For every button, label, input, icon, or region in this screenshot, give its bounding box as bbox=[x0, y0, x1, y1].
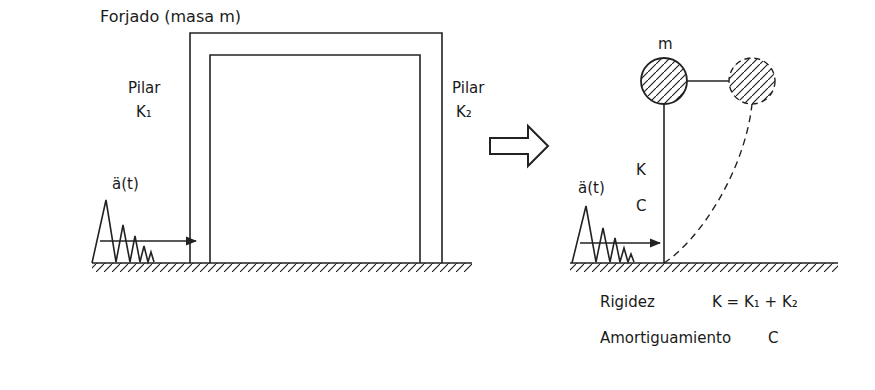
pillar-label: Pilar bbox=[128, 80, 160, 97]
frame-inner bbox=[210, 55, 420, 263]
ground-line bbox=[92, 262, 472, 264]
stiffness-label: K bbox=[636, 162, 646, 179]
transfer-arrow bbox=[490, 126, 548, 166]
column-stick bbox=[663, 104, 665, 263]
signal-arrow bbox=[580, 242, 660, 244]
acceleration-signal bbox=[92, 200, 154, 263]
displacement-line bbox=[687, 80, 729, 81]
damping-label: C bbox=[636, 198, 646, 215]
displaced-mass bbox=[729, 58, 775, 104]
ground-hatch bbox=[570, 263, 838, 272]
mass-circle bbox=[641, 58, 687, 104]
slab-label: Forjado (masa m) bbox=[100, 8, 241, 26]
mass-label: m bbox=[658, 36, 673, 53]
pillar-label: Pilar bbox=[452, 80, 484, 97]
ground-line bbox=[570, 262, 838, 264]
acceleration-label: ä(t) bbox=[112, 176, 139, 193]
acceleration-signal bbox=[572, 206, 634, 263]
signal-arrow bbox=[100, 240, 196, 242]
acceleration-label: ä(t) bbox=[578, 180, 605, 197]
stiffness-title: Rigidez bbox=[600, 294, 655, 311]
frame-outer bbox=[190, 33, 442, 263]
stiffness-label: K₂ bbox=[456, 104, 472, 121]
stiffness-label: K₁ bbox=[136, 104, 152, 121]
damping-value: C bbox=[768, 330, 778, 347]
stiffness-formula: K = K₁ + K₂ bbox=[712, 294, 798, 311]
damping-title: Amortiguamiento bbox=[600, 330, 731, 347]
deformed-shape bbox=[664, 104, 752, 263]
ground-hatch bbox=[92, 263, 472, 272]
